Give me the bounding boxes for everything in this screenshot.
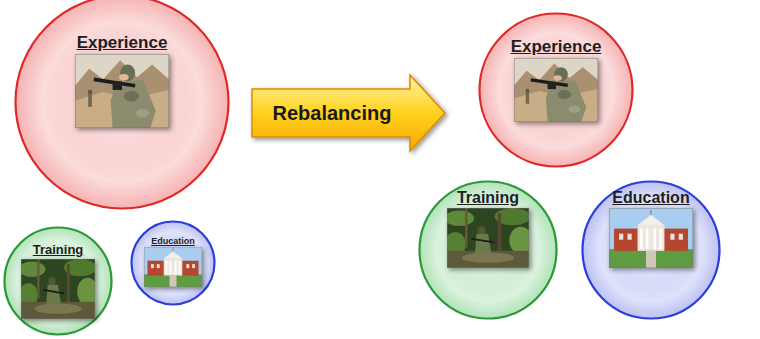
circle-outline bbox=[14, 0, 230, 210]
education-circle: Education bbox=[581, 180, 721, 320]
training-circle: Training bbox=[418, 180, 558, 320]
photo bbox=[445, 208, 533, 268]
circle-heading: Experience bbox=[511, 37, 602, 57]
arrow-label: Rebalancing bbox=[273, 102, 392, 125]
circle-shape bbox=[5, 228, 112, 335]
photo bbox=[609, 208, 693, 268]
circle-heading: Training bbox=[457, 189, 519, 207]
experience-circle: Experience bbox=[478, 12, 634, 168]
circle-heading: Education bbox=[612, 189, 689, 207]
training-circle: Training bbox=[3, 226, 113, 336]
photo bbox=[75, 54, 169, 128]
photo bbox=[514, 58, 598, 122]
circle-shape bbox=[420, 182, 557, 319]
circle-shape bbox=[132, 222, 215, 305]
circle-shape bbox=[583, 182, 720, 319]
education-circle: Education bbox=[130, 220, 216, 306]
photo bbox=[19, 259, 98, 319]
circle-heading: Experience bbox=[77, 33, 168, 53]
rebalancing-arrow: Rebalancing bbox=[250, 72, 448, 154]
circle-shape bbox=[16, 0, 229, 209]
circle-outline bbox=[478, 12, 634, 168]
experience-circle: Experience bbox=[14, 0, 230, 210]
circle-heading: Training bbox=[33, 243, 84, 258]
arrow-shape bbox=[252, 75, 445, 151]
circle-shape bbox=[480, 14, 633, 167]
circle-outline bbox=[130, 220, 216, 306]
photo bbox=[144, 247, 202, 287]
circle-heading: Education bbox=[151, 236, 195, 246]
